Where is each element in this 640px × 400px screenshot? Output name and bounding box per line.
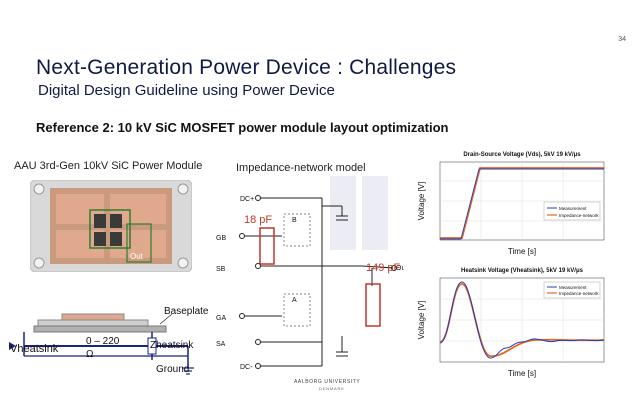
impedance-range-label: 0 – 220 (86, 336, 120, 347)
plot-bottom-title: Heatsink Voltage (Vheatsink), 5kV 19 kV/… (461, 268, 584, 274)
reference-heading: Reference 2: 10 kV SiC MOSFET power modu… (36, 120, 449, 135)
dc-minus-label: DC- (240, 364, 253, 371)
source-b-label: SB (216, 266, 226, 273)
plot-top-ylabel: Voltage [V] (417, 182, 426, 221)
drain-source-voltage-plot: Drain-Source Voltage (Vds), 5kV 19 kV/μs… (404, 144, 614, 260)
circuit-caption: Impedance-network model (236, 162, 366, 174)
plot-bottom-xlabel: Time [s] (508, 369, 536, 378)
slide-subtitle: Digital Design Guideline using Power Dev… (38, 82, 335, 99)
country-label: DENMARK (319, 386, 345, 391)
plot-bottom-legend-model: Impedance-network (559, 291, 599, 296)
plot-bottom-legend-measurement: Measurement (559, 285, 587, 290)
module-caption: AAU 3rd-Gen 10kV SiC Power Module (14, 160, 203, 172)
impedance-unit-label: Ω (86, 349, 94, 360)
university-label: AALBORG UNIVERSITY (294, 379, 361, 385)
cap-149pf-label: 149 pF (366, 262, 401, 274)
plot-top-measurement-trace (440, 168, 604, 240)
heatsink-voltage-plot: Heatsink Voltage (Vheatsink), 5kV 19 kV/… (404, 262, 614, 382)
slide-title: Next-Generation Power Device : Challenge… (36, 56, 457, 79)
plot-bottom-measurement-trace (439, 281, 605, 359)
source-a-label: SA (216, 341, 226, 348)
baseplate-label: Baseplate (164, 306, 209, 317)
cap-18pf-label: 18 pF (244, 214, 273, 226)
plot-top-legend-model: Impedance-network (559, 213, 599, 218)
plot-top-title: Drain-Source Voltage (Vds), 5kV 19 kV/μs (463, 152, 581, 158)
module-out-label: Out (130, 252, 144, 261)
baseplate-diagram (9, 313, 194, 375)
capacitor-149pf-highlight (365, 283, 381, 327)
gate-b-label: GB (216, 235, 226, 242)
plot-top-xlabel: Time [s] (508, 247, 536, 256)
vheatsink-label: Vheatsink (10, 343, 59, 355)
power-module-photo: Out (30, 180, 192, 272)
output-node-label: Out (396, 265, 407, 272)
zheatsink-label: Zheatsink (150, 340, 194, 351)
capacitor-18pf-highlight (259, 227, 275, 265)
aau-watermark-logo (330, 176, 388, 250)
switch-b-label: B (292, 217, 297, 224)
gate-a-label: GA (216, 315, 226, 322)
plot-bottom-ylabel: Voltage [V] (417, 301, 426, 340)
ground-label: Ground (156, 364, 190, 375)
switch-a-label: A (292, 297, 297, 304)
plot-top-model-trace (440, 167, 604, 239)
plot-top-legend-measurement: Measurement (559, 206, 587, 211)
page-number: 34 (618, 36, 626, 43)
dc-plus-label: DC+ (240, 196, 254, 203)
impedance-network-schematic: DC+ DC- GB SB GA SA Out B A (216, 176, 407, 371)
